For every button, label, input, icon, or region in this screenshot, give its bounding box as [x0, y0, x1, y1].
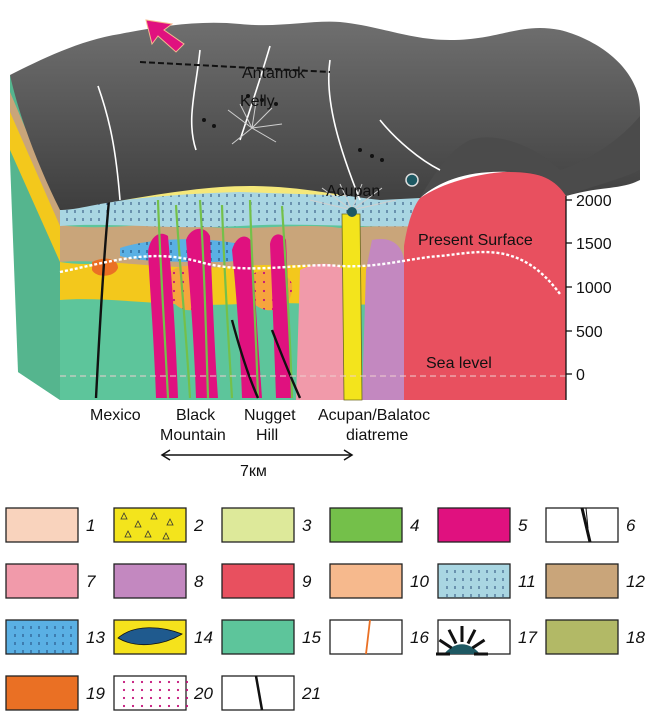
- legend-number-9: 9: [302, 572, 312, 591]
- legend-number-20: 20: [193, 684, 213, 703]
- legend-number-19: 19: [86, 684, 105, 703]
- legend-number-15: 15: [302, 628, 321, 647]
- legend-swatch-1: [6, 508, 78, 542]
- legend-item-21: 21: [222, 676, 321, 710]
- legend-item-6: 6: [546, 508, 636, 542]
- label-acupan: Acupan: [326, 183, 380, 200]
- legend-item-12: 12: [546, 564, 645, 598]
- legend-number-2: 2: [193, 516, 204, 535]
- label-acupan-balatoc-1: Acupan/Balatoc: [318, 407, 430, 424]
- label-sea-level: Sea level: [426, 355, 492, 372]
- legend-swatch-11: [438, 564, 510, 598]
- legend-number-7: 7: [86, 572, 96, 591]
- legend-item-18: 18: [546, 620, 645, 654]
- label-acupan-balatoc-2: diatreme: [346, 427, 408, 444]
- legend-item-8: 8: [114, 564, 204, 598]
- label-nugget-hill-2: Hill: [256, 427, 278, 444]
- unit-2-diatreme: [342, 214, 362, 400]
- elev-tick-1000: 1000: [576, 280, 612, 297]
- legend-number-17: 17: [518, 628, 537, 647]
- legend-swatch-4: [330, 508, 402, 542]
- legend-swatch-13: [6, 620, 78, 654]
- legend-number-3: 3: [302, 516, 312, 535]
- legend-item-3: 3: [222, 508, 312, 542]
- legend-item-5: 5: [438, 508, 528, 542]
- legend-number-5: 5: [518, 516, 528, 535]
- legend-swatch-20: [114, 676, 186, 710]
- label-antamok: Antamok: [242, 65, 306, 82]
- legend-number-6: 6: [626, 516, 636, 535]
- legend-number-21: 21: [301, 684, 321, 703]
- legend-item-16: 16: [330, 620, 429, 654]
- legend-number-12: 12: [626, 572, 645, 591]
- legend-item-11: 11: [438, 564, 536, 598]
- elevation-axis: 2000 1500 1000 500 0: [566, 193, 612, 400]
- acupan-vent: [347, 207, 357, 217]
- legend-number-1: 1: [86, 516, 95, 535]
- legend-number-14: 14: [194, 628, 213, 647]
- radial-small-icon: [406, 174, 418, 186]
- label-present-surface: Present Surface: [418, 232, 533, 249]
- legend-swatch-15: [222, 620, 294, 654]
- legend-item-20: 20: [114, 676, 213, 710]
- legend-item-9: 9: [222, 564, 312, 598]
- legend-item-19: 19: [6, 676, 105, 710]
- legend-number-4: 4: [410, 516, 419, 535]
- legend-number-13: 13: [86, 628, 105, 647]
- elev-tick-1500: 1500: [576, 236, 612, 253]
- label-kelly: Kelly: [240, 93, 275, 110]
- legend-swatch-7: [6, 564, 78, 598]
- legend-number-18: 18: [626, 628, 645, 647]
- legend-swatch-9: [222, 564, 294, 598]
- legend-number-10: 10: [410, 572, 429, 591]
- legend-item-10: 10: [330, 564, 429, 598]
- legend-swatch-10: [330, 564, 402, 598]
- legend-item-1: 1: [6, 508, 95, 542]
- legend-swatch-8: [114, 564, 186, 598]
- label-mexico: Mexico: [90, 407, 141, 424]
- elev-tick-0: 0: [576, 367, 585, 384]
- label-black-mountain-2: Mountain: [160, 427, 226, 444]
- legend-item-13: 13: [6, 620, 105, 654]
- elev-tick-2000: 2000: [576, 193, 612, 210]
- label-nugget-hill-1: Nugget: [244, 407, 296, 424]
- legend-item-17: 17: [436, 620, 537, 654]
- legend-swatch-18: [546, 620, 618, 654]
- legend-number-8: 8: [194, 572, 204, 591]
- legend-item-2: 2: [114, 508, 204, 542]
- legend-item-7: 7: [6, 564, 96, 598]
- legend-swatch-3: [222, 508, 294, 542]
- legend-swatch-5: [438, 508, 510, 542]
- legend-swatch-19: [6, 676, 78, 710]
- legend-number-16: 16: [410, 628, 429, 647]
- label-black-mountain-1: Black: [176, 407, 216, 424]
- elev-tick-500: 500: [576, 324, 603, 341]
- legend-item-15: 15: [222, 620, 321, 654]
- legend-item-14: 14: [114, 620, 213, 654]
- scale-bar: 7км: [162, 450, 352, 480]
- legend-number-11: 11: [518, 572, 536, 591]
- legend-swatch-12: [546, 564, 618, 598]
- scale-label: 7км: [240, 463, 267, 480]
- legend-item-4: 4: [330, 508, 419, 542]
